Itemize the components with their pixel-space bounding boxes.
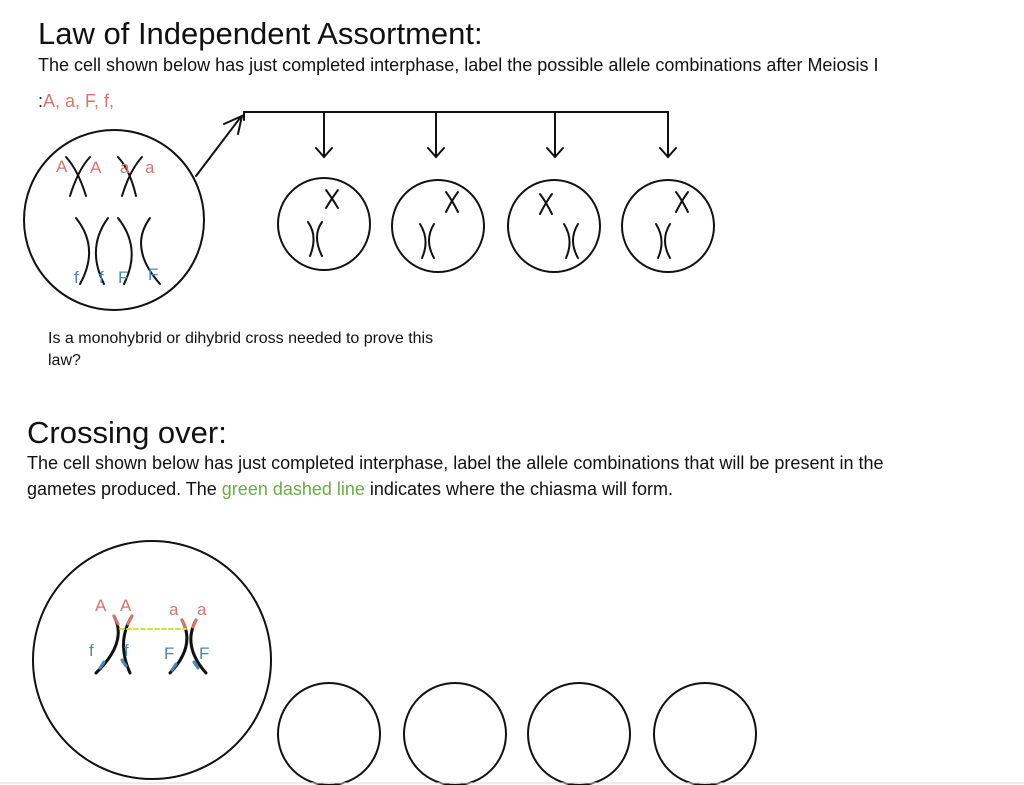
down-arrows [315,111,677,159]
chiasma-line-reference: green dashed line [221,479,365,499]
diagonal-arrow-head [223,114,244,135]
cell2-label-A2: A [120,596,132,615]
cell2-label-F1: F [164,644,174,663]
diagonal-arrow [195,117,241,177]
cell2-label-F2: F [199,644,209,663]
section1-question: Is a monohybrid or dihybrid cross needed… [48,328,433,372]
section1-question-line2: law? [48,352,81,369]
chromosome-f-pair [75,217,109,285]
daughter-cell-2 [391,179,485,273]
parent-cell-2 [32,540,272,780]
cell2-label-f1: f [89,641,94,660]
gamete-cell-3 [527,682,631,785]
cell1-label-A1: A [56,157,68,176]
cell1-label-a1: a [120,158,130,177]
chromosome-A-pair [65,156,91,197]
daughter-cell-3 [507,179,601,273]
gamete-cell-1 [277,682,381,785]
gamete-cell-4 [653,682,757,785]
cell1-label-f2: f [99,268,104,287]
cell1-label-a2: a [145,158,155,177]
section1-title: Law of Independent Assortment: [38,16,483,51]
instruction-text-b: indicates where the chiasma will form. [364,479,674,499]
parent-cell-1 [23,129,205,311]
instruction-text-a: gametes produced. The [27,479,222,499]
allele-list: :A, a, F, f, [38,90,114,112]
cell1-label-A2: A [90,158,102,177]
daughter-cell-4 [621,179,715,273]
section2-title: Crossing over: [27,415,227,450]
section1-instruction: The cell shown below has just completed … [38,55,879,75]
section1-question-line1: Is a monohybrid or dihybrid cross needed… [48,330,434,347]
chromosome-a-pair [117,156,143,197]
allele-list-values: A, a, F, f, [43,91,115,111]
cell2-label-A1: A [95,596,107,615]
cell1-label-F1: F [118,268,128,287]
cell2-label-a1: a [169,600,179,619]
cell1-label-F2: F [148,265,158,284]
cell1-label-f1: f [74,268,79,287]
gamete-cell-2 [403,682,507,785]
section2-instruction-line1: The cell shown below has just completed … [27,453,884,473]
daughter-cell-1 [277,177,371,271]
section2-instruction-line2: gametes produced. The green dashed line … [27,478,673,500]
cell2-label-a2: a [197,600,207,619]
allele-list-prefix: : [38,91,44,111]
chromosome-F-pair [117,217,161,285]
cell2-label-f2: f [124,641,129,660]
